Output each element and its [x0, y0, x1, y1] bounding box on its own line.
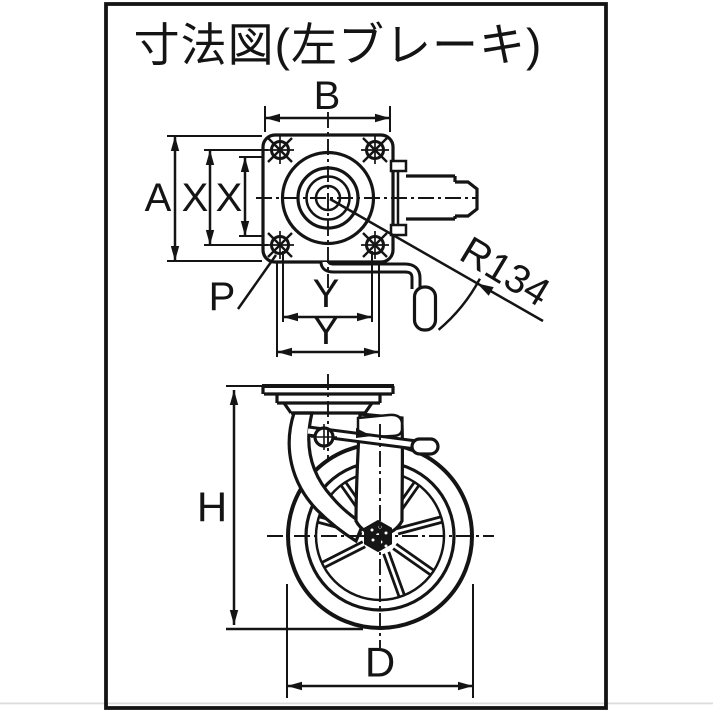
dimension-b: B [264, 74, 391, 132]
bolt-holes [266, 136, 389, 259]
dimension-y-upper: Y [282, 251, 373, 322]
radius-arc [437, 278, 482, 331]
fork-left-leg [287, 411, 365, 544]
brake-pedal-arm [319, 261, 422, 289]
brake-pedal [412, 285, 438, 332]
dim-label-y-upper: Y [313, 272, 340, 316]
dimension-y-lower: Y [276, 263, 380, 357]
dim-label-d: D [365, 639, 395, 686]
dimension-x-outer: X [182, 149, 268, 246]
bolt-hole [361, 231, 389, 259]
dim-label-x-outer: X [182, 176, 209, 220]
dim-label-y-lower: Y [313, 309, 340, 353]
page-divider-line [0, 702, 713, 705]
dim-label-x-inner: X [216, 176, 243, 220]
dimension-h: H [197, 385, 363, 631]
lever-wedge [356, 428, 372, 438]
bolt-hole [361, 136, 389, 164]
drawing-title: 寸法図(左ブレーキ) [134, 19, 543, 71]
lever-tip [410, 437, 440, 456]
drawing-frame [104, 2, 608, 710]
dimension-d: D [286, 584, 474, 698]
handle-tip [455, 180, 479, 218]
bolt-hole [266, 136, 294, 164]
brake-handle [389, 159, 479, 237]
label-p-group: P [209, 254, 278, 319]
dim-label-a: A [145, 176, 172, 220]
side-view: H D [197, 374, 494, 698]
dim-label-h: H [197, 484, 227, 531]
radius-arrow [477, 283, 494, 296]
dimension-x-inner: X [216, 156, 263, 237]
label-p: P [209, 275, 236, 319]
dim-label-b: B [314, 74, 341, 118]
dimension-a: A [145, 135, 262, 262]
bolt-hole [266, 231, 294, 259]
